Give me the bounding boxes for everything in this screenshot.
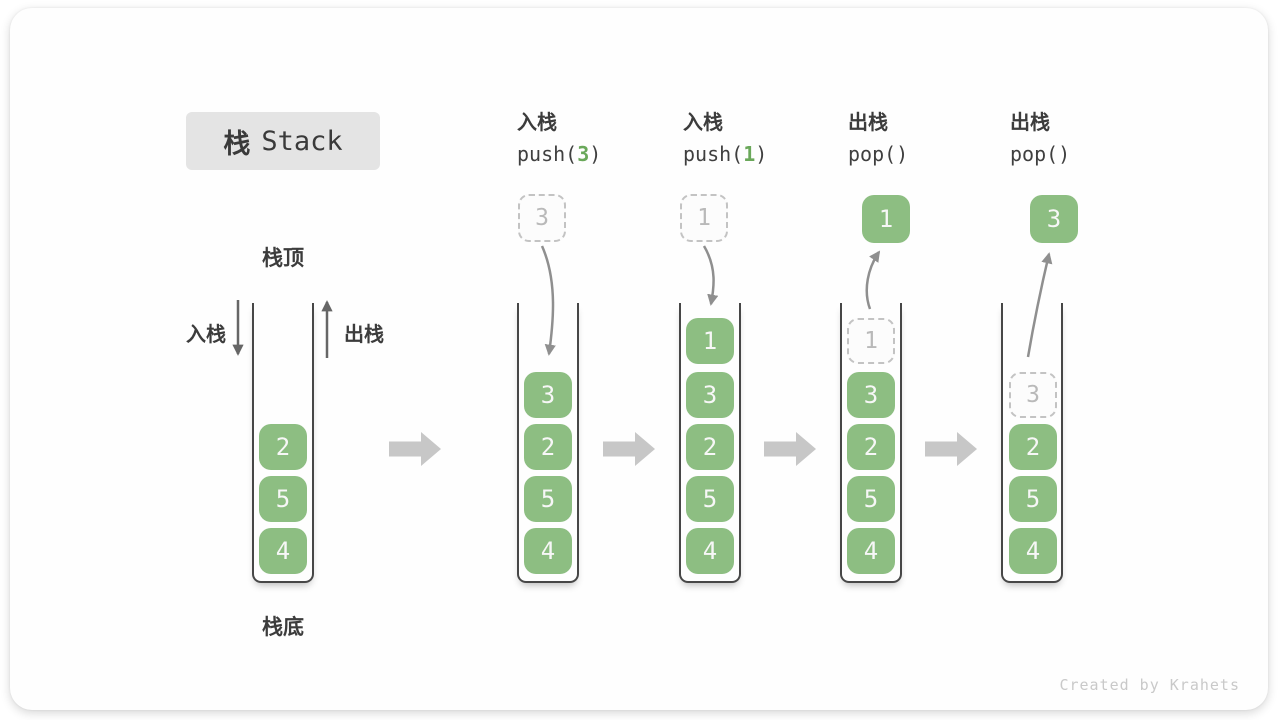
incoming-ghost-block: 1 bbox=[680, 194, 728, 242]
code-post: ) bbox=[1058, 142, 1071, 166]
operation-code: push(1) bbox=[683, 142, 833, 166]
stack-block: 4 bbox=[847, 528, 895, 574]
removed-ghost-block: 1 bbox=[847, 318, 895, 364]
stack-bottom-label: 栈底 bbox=[262, 615, 304, 639]
pop-side-label: 出栈 bbox=[344, 322, 384, 346]
title-zh: 栈 bbox=[223, 128, 251, 160]
stack-block: 1 bbox=[686, 318, 734, 364]
stack-block: 2 bbox=[686, 424, 734, 470]
stack-block: 4 bbox=[1009, 528, 1057, 574]
transition-arrow-icon bbox=[764, 432, 816, 466]
operation-label: 入栈 bbox=[683, 110, 723, 134]
stack-block: 4 bbox=[259, 528, 307, 574]
code-post: ) bbox=[589, 142, 602, 166]
stack-block: 3 bbox=[686, 372, 734, 418]
operation-code: pop() bbox=[848, 142, 998, 166]
operation-label: 入栈 bbox=[517, 110, 557, 134]
stack-well-2 bbox=[517, 303, 579, 583]
operation-caption-pop-2: 出栈 pop() bbox=[1010, 106, 1160, 166]
removed-ghost-block: 3 bbox=[1009, 372, 1057, 418]
stack-block: 2 bbox=[1009, 424, 1057, 470]
operation-label: 出栈 bbox=[1010, 110, 1050, 134]
operation-code: pop() bbox=[1010, 142, 1160, 166]
code-arg: 1 bbox=[743, 142, 756, 166]
stack-well-4 bbox=[840, 303, 902, 583]
title-en: Stack bbox=[261, 125, 343, 157]
stack-block: 5 bbox=[686, 476, 734, 522]
code-pre: push( bbox=[517, 142, 578, 166]
stack-top-label: 栈顶 bbox=[262, 246, 304, 270]
stack-block: 2 bbox=[524, 424, 572, 470]
stack-well-3 bbox=[679, 303, 741, 583]
code-arg: 3 bbox=[577, 142, 590, 166]
stack-block: 2 bbox=[847, 424, 895, 470]
popped-block: 1 bbox=[862, 195, 910, 243]
stack-block: 3 bbox=[847, 372, 895, 418]
stack-block: 5 bbox=[524, 476, 572, 522]
transition-arrow-icon bbox=[389, 432, 441, 466]
operation-code: push(3) bbox=[517, 142, 667, 166]
code-pre: push( bbox=[683, 142, 744, 166]
pop-arrow-icon bbox=[865, 250, 881, 310]
stack-well-1 bbox=[252, 303, 314, 583]
stack-well-5 bbox=[1001, 303, 1063, 583]
code-pre: pop( bbox=[1010, 142, 1059, 166]
operation-caption-push-3: 入栈 push(3) bbox=[517, 106, 667, 166]
stack-block: 5 bbox=[259, 476, 307, 522]
operation-caption-pop-1: 出栈 pop() bbox=[848, 106, 998, 166]
code-pre: pop( bbox=[848, 142, 897, 166]
operation-caption-push-1: 入栈 push(1) bbox=[683, 106, 833, 166]
operation-label: 出栈 bbox=[848, 110, 888, 134]
code-post: ) bbox=[896, 142, 909, 166]
transition-arrow-icon bbox=[603, 432, 655, 466]
transition-arrow-icon bbox=[925, 432, 977, 466]
code-post: ) bbox=[755, 142, 768, 166]
title-box: 栈 Stack bbox=[186, 112, 380, 170]
watermark: Created by Krahets bbox=[1059, 676, 1240, 694]
popped-block: 3 bbox=[1030, 195, 1078, 243]
push-arrow-icon bbox=[702, 245, 719, 306]
stack-block: 5 bbox=[847, 476, 895, 522]
stack-block: 4 bbox=[686, 528, 734, 574]
stack-block: 2 bbox=[259, 424, 307, 470]
stack-block: 5 bbox=[1009, 476, 1057, 522]
incoming-ghost-block: 3 bbox=[518, 194, 566, 242]
stack-block: 4 bbox=[524, 528, 572, 574]
stack-block: 3 bbox=[524, 372, 572, 418]
push-side-label: 入栈 bbox=[186, 322, 226, 346]
